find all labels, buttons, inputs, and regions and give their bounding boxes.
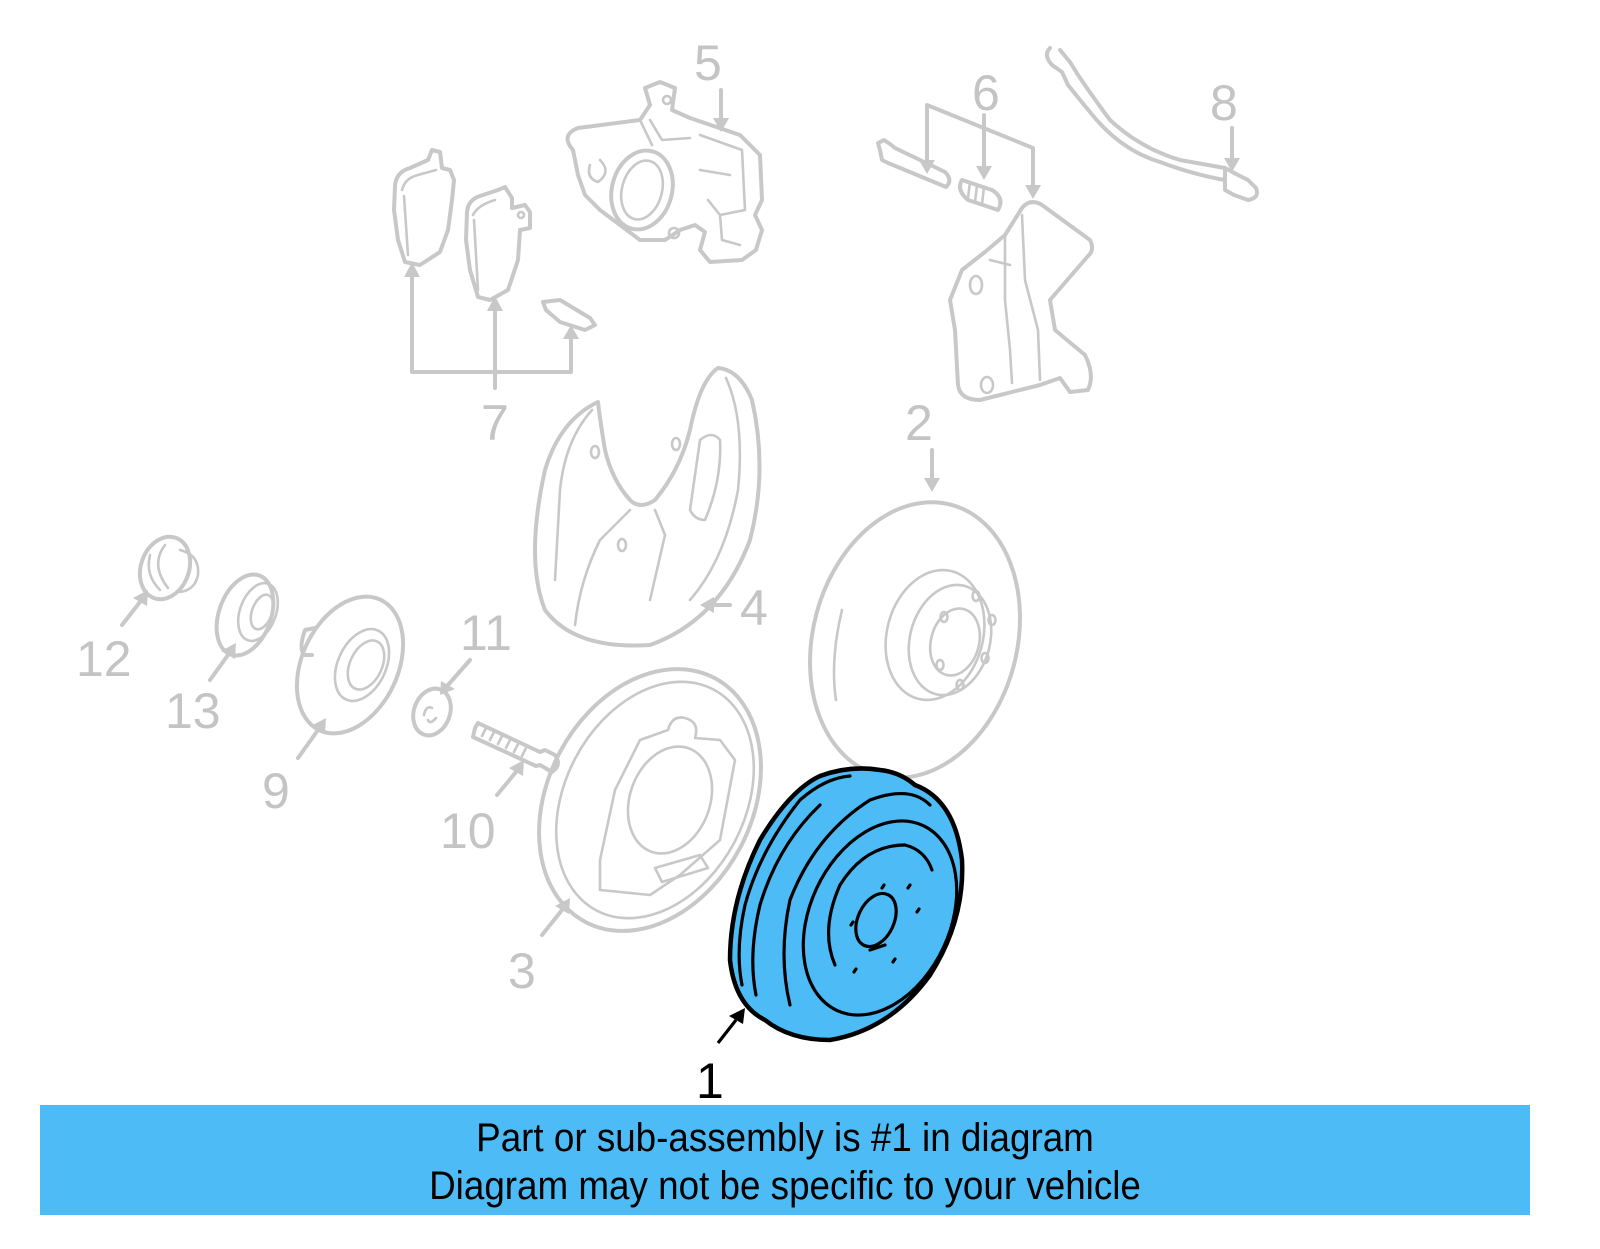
callout-5: 5 (694, 35, 729, 132)
part-11-nut[interactable] (407, 683, 457, 740)
part-6-bracket-bolt-bushing[interactable] (876, 138, 1095, 402)
callout-11-label: 11 (460, 605, 512, 661)
callout-7-label: 7 (481, 395, 509, 451)
callout-8: 8 (1210, 75, 1240, 172)
callout-2: 2 (905, 395, 940, 492)
part-1-brake-drum[interactable] (727, 766, 987, 1043)
callout-13-label: 13 (165, 683, 221, 739)
part-7-pads[interactable] (392, 148, 597, 332)
part-4-splash-shield[interactable] (533, 366, 762, 648)
callout-4-label: 4 (740, 580, 768, 636)
callout-11: 11 (440, 605, 512, 695)
info-banner: Part or sub-assembly is #1 in diagram Di… (40, 1105, 1530, 1215)
callout-3: 3 (508, 898, 570, 999)
callout-4: 4 (700, 580, 768, 636)
part-5-caliper[interactable] (565, 80, 764, 264)
callout-12: 12 (76, 590, 148, 687)
callout-1-label: 1 (696, 1053, 724, 1100)
callout-3-label: 3 (508, 943, 536, 999)
callout-10-label: 10 (440, 803, 496, 859)
callout-12-label: 12 (76, 631, 132, 687)
callout-8-label: 8 (1210, 75, 1238, 131)
part-3-backing-plate[interactable] (495, 630, 805, 969)
part-13-bearing[interactable] (206, 567, 285, 664)
callout-7: 7 (404, 262, 579, 451)
callout-6-label: 6 (972, 65, 1000, 121)
callout-13: 13 (165, 643, 236, 739)
callout-10: 10 (440, 760, 524, 859)
callout-5-label: 5 (694, 35, 722, 91)
part-10-bolt[interactable] (471, 721, 560, 774)
part-2-rotor[interactable] (780, 478, 1050, 801)
callout-2-label: 2 (905, 395, 933, 451)
part-8-brake-hose[interactable] (1045, 46, 1259, 202)
callout-6: 6 (919, 65, 1041, 199)
banner-line-1: Part or sub-assembly is #1 in diagram (476, 1116, 1094, 1160)
parts-diagram: 5 7 6 (76, 35, 1259, 1100)
callout-1: 1 (696, 1008, 745, 1100)
part-12-dust-cap[interactable] (132, 530, 200, 607)
banner-line-2: Diagram may not be specific to your vehi… (429, 1164, 1141, 1208)
callout-9-label: 9 (262, 763, 290, 819)
part-9-hub[interactable] (276, 579, 424, 750)
callout-9: 9 (262, 718, 326, 819)
